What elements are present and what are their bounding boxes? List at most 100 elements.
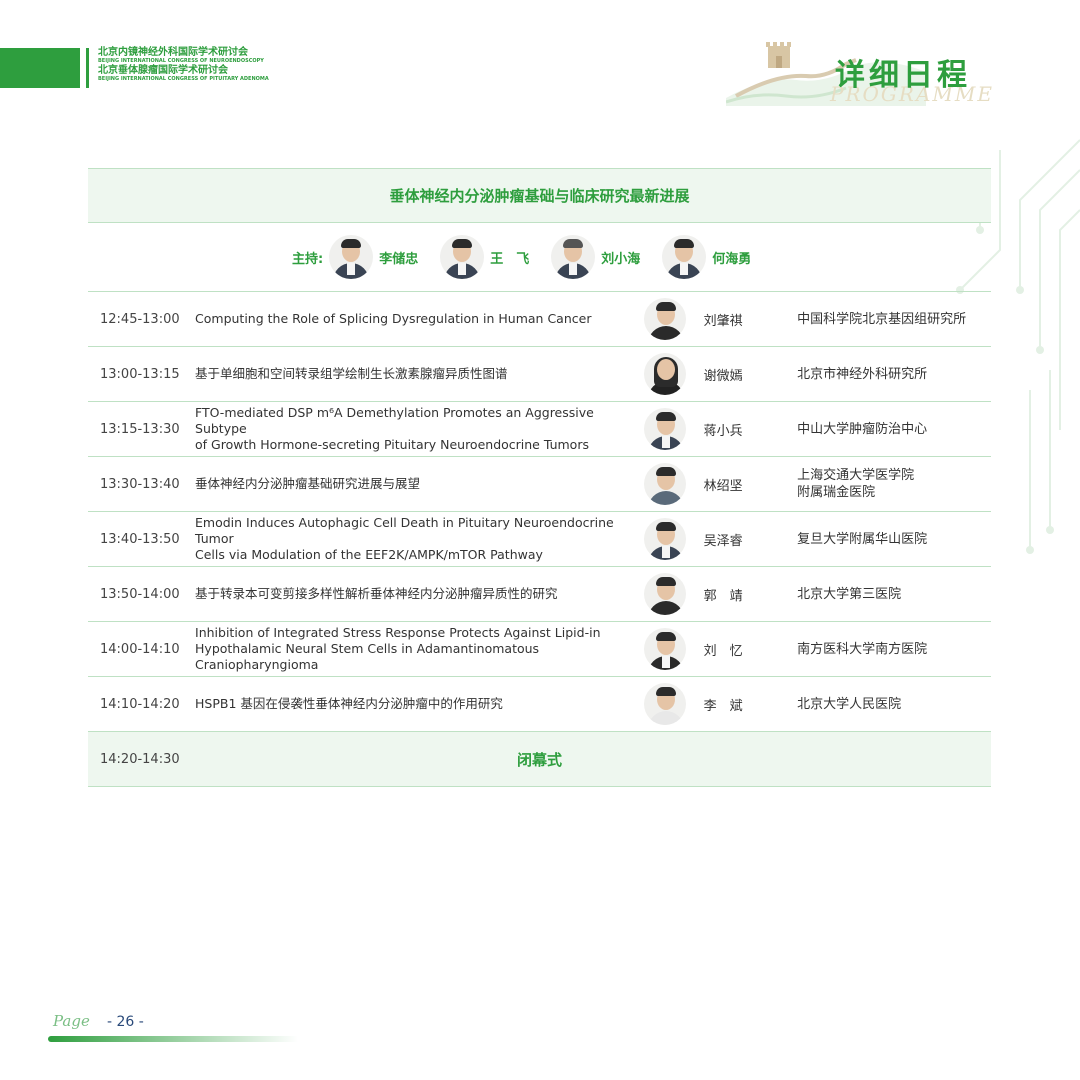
talk-time: 12:45-13:00: [100, 311, 180, 327]
institution-line: 南方医科大学南方医院: [797, 641, 928, 657]
talk-title-line: Computing the Role of Splicing Dysregula…: [195, 311, 592, 326]
talk-time: 13:40-13:50: [100, 531, 180, 547]
talk-row: 13:50-14:00 基于转录本可变剪接多样性解析垂体神经内分泌肿瘤异质性的研…: [88, 567, 991, 622]
talk-row: 13:15-13:30 FTO-mediated DSP m⁶A Demethy…: [88, 402, 991, 457]
speaker-name: 刘 忆: [703, 643, 743, 659]
talk-row: 12:45-13:00 Computing the Role of Splici…: [88, 292, 991, 347]
header-divider: [86, 48, 89, 88]
speaker-institution: 南方医科大学南方医院: [783, 641, 991, 658]
closing-row: 14:20-14:30 闭幕式: [88, 732, 991, 787]
speaker-name: 刘肇祺: [703, 313, 743, 329]
congress1-en: BEIJING INTERNATIONAL CONGRESS OF NEUROE…: [98, 58, 264, 64]
institution-line: 北京市神经外科研究所: [797, 366, 928, 382]
talk-time: 14:10-14:20: [100, 696, 180, 712]
avatar: [644, 628, 687, 670]
avatar: [644, 298, 687, 340]
speaker-name: 蒋小兵: [703, 423, 743, 439]
congress-titles: 北京内镜神经外科国际学术研讨会 BEIJING INTERNATIONAL CO…: [98, 48, 269, 84]
avatar: [329, 235, 374, 279]
great-wall-illustration-icon: [726, 42, 926, 106]
congress1-cn: 北京内镜神经外科国际学术研讨会: [98, 47, 248, 58]
programme-en-title: PROGRAMME: [830, 82, 994, 106]
talk-title-line: 基于单细胞和空间转录组学绘制生长激素腺瘤异质性图谱: [195, 366, 508, 381]
congress2-cn: 北京垂体腺瘤国际学术研讨会: [98, 65, 228, 76]
chair-3: 刘小海: [551, 235, 640, 279]
closing-time: 14:20-14:30: [100, 751, 180, 767]
speaker-institution: 复旦大学附属华山医院: [783, 531, 991, 548]
talk-row: 13:30-13:40 垂体神经内分泌肿瘤基础研究进展与展望 林绍坚 上海交通大…: [88, 457, 991, 512]
chair-4: 何海勇: [662, 235, 751, 279]
speaker-photo: [643, 298, 688, 340]
speaker-photo: [643, 573, 688, 615]
footer-bar: [48, 1036, 298, 1042]
speaker-institution: 中山大学肿瘤防治中心: [783, 421, 991, 438]
talk-title: 基于转录本可变剪接多样性解析垂体神经内分泌肿瘤异质性的研究: [195, 586, 641, 602]
avatar: [644, 573, 687, 615]
talk-time: 13:50-14:00: [100, 586, 180, 602]
institution-line: 上海交通大学医学院: [797, 468, 915, 483]
talk-row: 14:00-14:10 Inhibition of Integrated Str…: [88, 622, 991, 677]
talk-title: 基于单细胞和空间转录组学绘制生长激素腺瘤异质性图谱: [195, 366, 641, 382]
institution-line: 中国科学院北京基因组研究所: [797, 311, 967, 327]
speaker-institution: 上海交通大学医学院附属瑞金医院: [783, 467, 991, 501]
session-title: 垂体神经内分泌肿瘤基础与临床研究最新进展: [88, 168, 991, 223]
speaker-institution: 北京大学第三医院: [783, 586, 991, 603]
institution-line: 北京大学第三医院: [797, 586, 902, 602]
closing-label: 闭幕式: [516, 750, 562, 769]
talk-time: 13:15-13:30: [100, 421, 180, 437]
talk-time: 13:00-13:15: [100, 366, 180, 382]
talk-title-line: Emodin Induces Autophagic Cell Death in …: [195, 515, 614, 546]
talk-row: 14:10-14:20 HSPB1 基因在侵袭性垂体神经内分泌肿瘤中的作用研究 …: [88, 677, 991, 732]
speaker-photo: [643, 628, 688, 670]
congress2-en: BEIJING INTERNATIONAL CONGRESS OF PITUIT…: [98, 76, 269, 82]
avatar: [644, 683, 687, 725]
chair-name: 李储忠: [379, 251, 419, 267]
talk-title: Inhibition of Integrated Stress Response…: [195, 625, 641, 673]
talk-title-line: of Growth Hormone-secreting Pituitary Ne…: [195, 437, 589, 452]
talk-title-line: Hypothalamic Neural Stem Cells in Adaman…: [195, 641, 540, 672]
speaker-name: 郭 靖: [703, 588, 743, 604]
program-table: 垂体神经内分泌肿瘤基础与临床研究最新进展 主持: 李储忠 王 飞 刘小海 何海勇…: [88, 168, 991, 787]
chairs-label: 主持:: [292, 251, 324, 267]
speaker-photo: [643, 683, 688, 725]
speaker-name: 林绍坚: [703, 478, 743, 494]
header-green-bar: [0, 48, 80, 88]
avatar: [662, 235, 707, 279]
avatar: [644, 463, 687, 505]
avatar: [644, 353, 687, 395]
institution-line: 复旦大学附属华山医院: [797, 531, 928, 547]
talk-title-line: FTO-mediated DSP m⁶A Demethylation Promo…: [195, 405, 594, 436]
speaker-institution: 北京大学人民医院: [783, 696, 991, 713]
talk-title: Computing the Role of Splicing Dysregula…: [195, 311, 641, 327]
speaker-name: 吴泽睿: [703, 533, 743, 549]
talk-title: FTO-mediated DSP m⁶A Demethylation Promo…: [195, 405, 641, 453]
speaker-institution: 中国科学院北京基因组研究所: [783, 311, 991, 328]
talk-title: HSPB1 基因在侵袭性垂体神经内分泌肿瘤中的作用研究: [195, 696, 641, 712]
speaker-name: 谢微嫣: [703, 368, 743, 384]
avatar: [551, 235, 596, 279]
talk-row: 13:00-13:15 基于单细胞和空间转录组学绘制生长激素腺瘤异质性图谱 谢微…: [88, 347, 991, 402]
speaker-photo: [643, 518, 688, 560]
avatar: [644, 518, 687, 560]
page-number: - 26 -: [107, 1014, 144, 1030]
speaker-institution: 北京市神经外科研究所: [783, 366, 991, 383]
avatar: [440, 235, 485, 279]
talk-title-line: Cells via Modulation of the EEF2K/AMPK/m…: [195, 547, 543, 562]
speaker-photo: [643, 353, 688, 395]
avatar: [644, 408, 687, 450]
institution-line: 附属瑞金医院: [797, 485, 876, 500]
chair-name: 刘小海: [601, 251, 641, 267]
talk-row: 13:40-13:50 Emodin Induces Autophagic Ce…: [88, 512, 991, 567]
talk-time: 13:30-13:40: [100, 476, 180, 492]
speaker-photo: [643, 463, 688, 505]
institution-line: 北京大学人民医院: [797, 696, 902, 712]
speaker-name: 李 斌: [703, 698, 743, 714]
talk-title: 垂体神经内分泌肿瘤基础研究进展与展望: [195, 476, 641, 492]
talk-title: Emodin Induces Autophagic Cell Death in …: [195, 515, 641, 563]
chair-1: 李储忠: [329, 235, 418, 279]
talk-title-line: 基于转录本可变剪接多样性解析垂体神经内分泌肿瘤异质性的研究: [195, 586, 558, 601]
talk-title-line: 垂体神经内分泌肿瘤基础研究进展与展望: [195, 476, 421, 491]
institution-line: 中山大学肿瘤防治中心: [797, 421, 928, 437]
talk-time: 14:00-14:10: [100, 641, 180, 657]
talk-title-line: Inhibition of Integrated Stress Response…: [195, 625, 601, 640]
